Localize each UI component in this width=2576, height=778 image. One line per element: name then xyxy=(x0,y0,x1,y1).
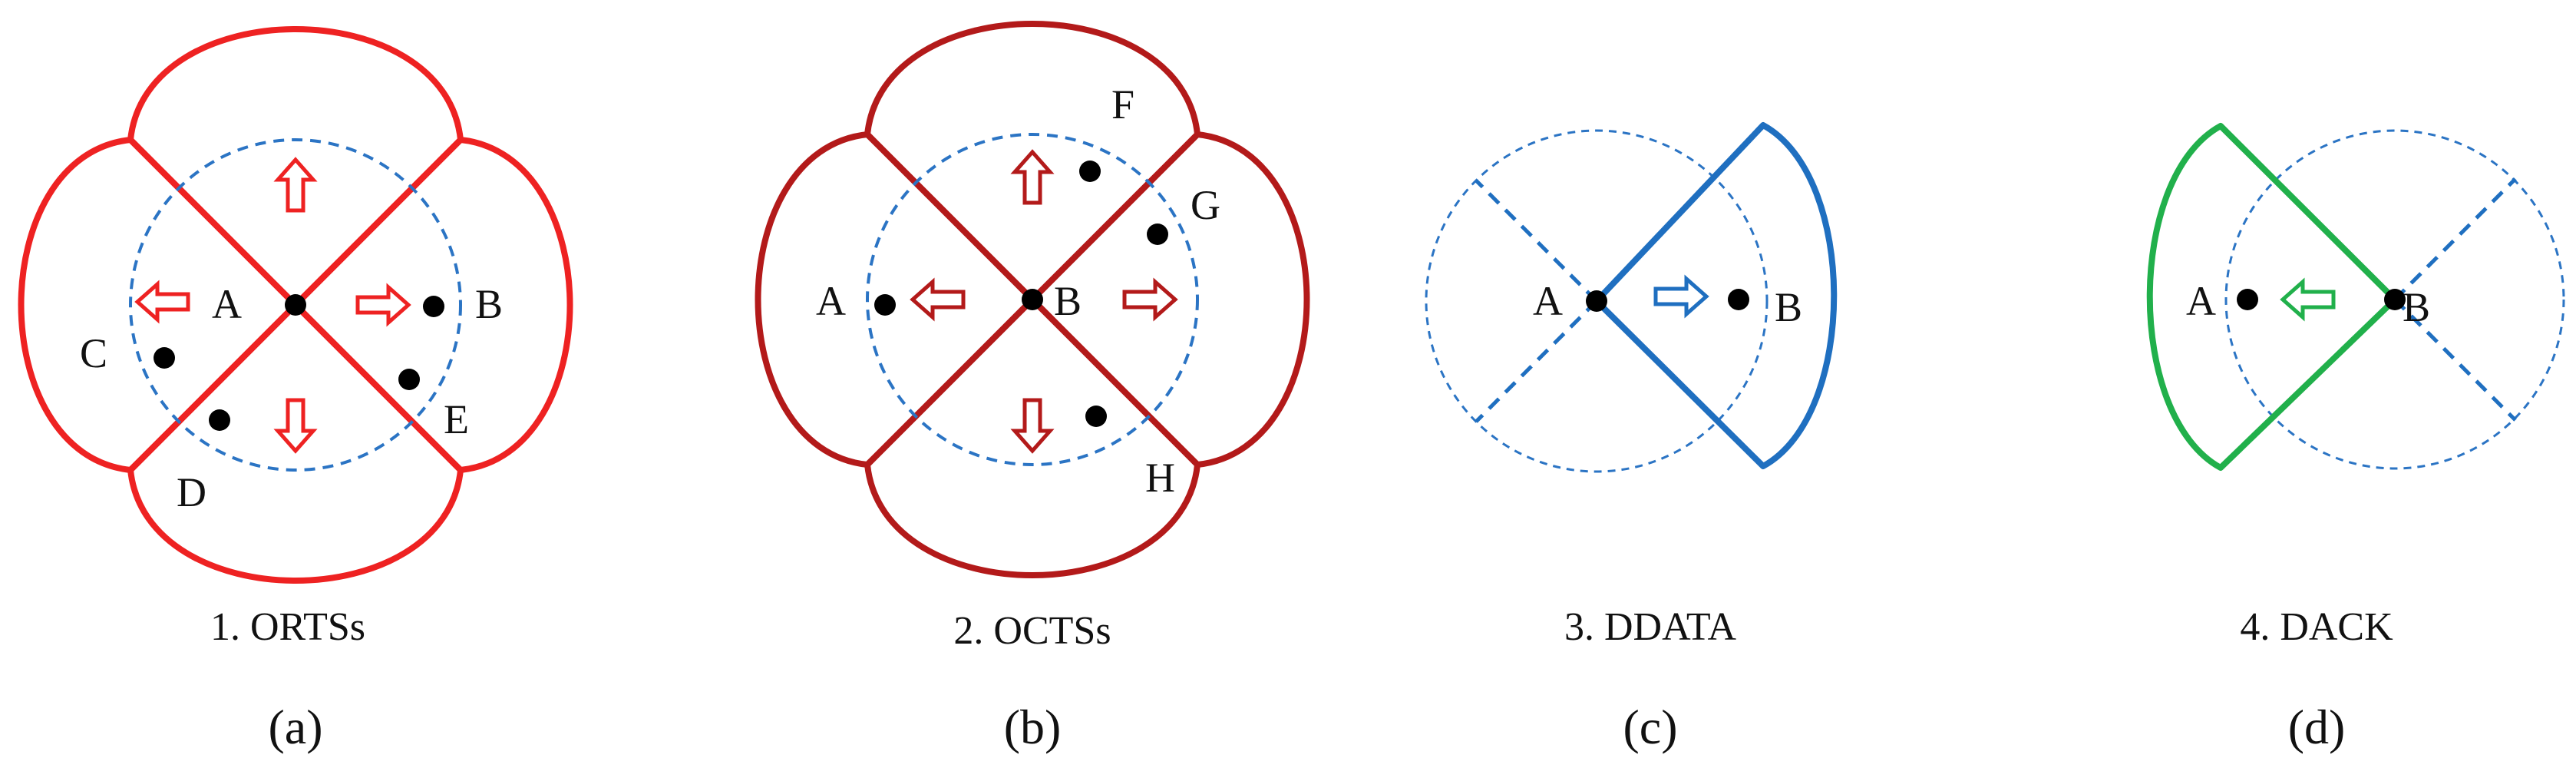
panel-d-label-receiver: A xyxy=(2186,278,2216,324)
panel-a-label-e: E xyxy=(444,396,469,442)
panel-a-node-e xyxy=(398,369,420,390)
panel-d-label-sender: B xyxy=(2403,284,2430,330)
panel-a-node-b xyxy=(423,296,444,317)
panel-a-arrow-down-icon xyxy=(278,400,313,451)
panel-a-sector-lobes xyxy=(18,26,573,584)
panel-d-node-labels: B A xyxy=(2186,278,2430,330)
panel-d-nodes xyxy=(2237,289,2406,310)
panel-a-node-labels: A B C D E xyxy=(80,281,503,515)
panel-b-arrow-down-icon xyxy=(1015,400,1050,451)
panel-b-nodes xyxy=(874,161,1168,427)
panel-b-step-label: 2. OCTSs xyxy=(953,609,1111,653)
panel-d-ack-beam xyxy=(2146,123,2398,471)
panel-c-arrow-right-icon xyxy=(1656,279,1706,314)
panel-a: A B C D E 1. ORTSs (a) xyxy=(18,26,573,754)
panel-b-arrow-left-icon xyxy=(913,282,963,317)
panel-b-node-a xyxy=(874,294,896,316)
panel-a-node-c xyxy=(154,347,175,369)
panel-c-tag: (c) xyxy=(1623,700,1677,754)
panel-a-arrow-right-icon xyxy=(358,287,408,323)
panel-a-label-c: C xyxy=(80,330,107,376)
panel-d-tag: (d) xyxy=(2288,700,2346,754)
panel-d-dashed-sector-lines xyxy=(2393,177,2517,422)
panel-b-arrow-up-icon xyxy=(1015,152,1050,203)
panel-b-label-g: G xyxy=(1191,182,1220,228)
panel-c-node-labels: A B xyxy=(1533,278,1802,330)
panel-c-node-receiver xyxy=(1728,289,1749,310)
panel-b-label-center: B xyxy=(1054,278,1082,324)
panel-c-step-label: 3. DDATA xyxy=(1564,605,1736,649)
panel-a-range-circle xyxy=(129,138,462,472)
panel-c-label-receiver: B xyxy=(1775,284,1802,330)
panel-b-sector-lobes xyxy=(755,21,1310,578)
panel-d-node-receiver xyxy=(2237,289,2258,310)
panel-c-range-circle-a xyxy=(1425,129,1769,473)
panel-b-tag: (b) xyxy=(1004,700,1062,754)
panel-d-step-label: 4. DACK xyxy=(2240,605,2393,649)
panel-b-node-g xyxy=(1147,223,1168,245)
panel-b-range-circle xyxy=(866,133,1199,466)
panel-b-arrow-right-icon xyxy=(1125,282,1175,317)
panel-b-node-labels: B A F G H xyxy=(816,81,1220,501)
panel-a-label-d: D xyxy=(177,469,206,515)
panel-a-nodes xyxy=(154,294,444,431)
panel-a-arrow-up-icon xyxy=(278,160,313,210)
panel-c-node-sender xyxy=(1586,290,1607,312)
panel-a-arrows xyxy=(137,160,408,451)
panel-a-arrow-left-icon xyxy=(137,284,188,319)
panel-b-label-a: A xyxy=(816,278,846,324)
panel-a-label-b: B xyxy=(475,281,503,327)
panel-c: A B 3. DDATA (c) xyxy=(1425,122,1838,754)
panel-c-label-sender: A xyxy=(1533,278,1563,324)
panel-a-label-center: A xyxy=(212,281,242,327)
panel-b-node-h xyxy=(1085,406,1107,427)
panel-a-node-d xyxy=(209,409,230,431)
panel-c-data-beam xyxy=(1593,122,1838,469)
panel-b: B A F G H 2. OCTSs (b) xyxy=(755,21,1310,754)
panel-a-tag: (a) xyxy=(268,700,322,754)
panel-b-label-f: F xyxy=(1111,81,1134,127)
panel-a-step-label: 1. ORTSs xyxy=(210,605,365,649)
panel-a-node-center xyxy=(285,294,306,316)
panel-d-range-circle-b xyxy=(2224,129,2565,470)
panel-d-arrow-left-icon xyxy=(2283,282,2333,317)
panel-b-node-f xyxy=(1079,161,1101,182)
panel-d: B A 4. DACK (d) xyxy=(2146,123,2565,754)
panel-b-node-center xyxy=(1022,289,1043,310)
panel-c-nodes xyxy=(1586,289,1749,312)
panel-c-dashed-sector-lines xyxy=(1475,179,1598,423)
panel-b-label-h: H xyxy=(1145,455,1175,501)
panel-d-node-sender xyxy=(2384,289,2406,310)
